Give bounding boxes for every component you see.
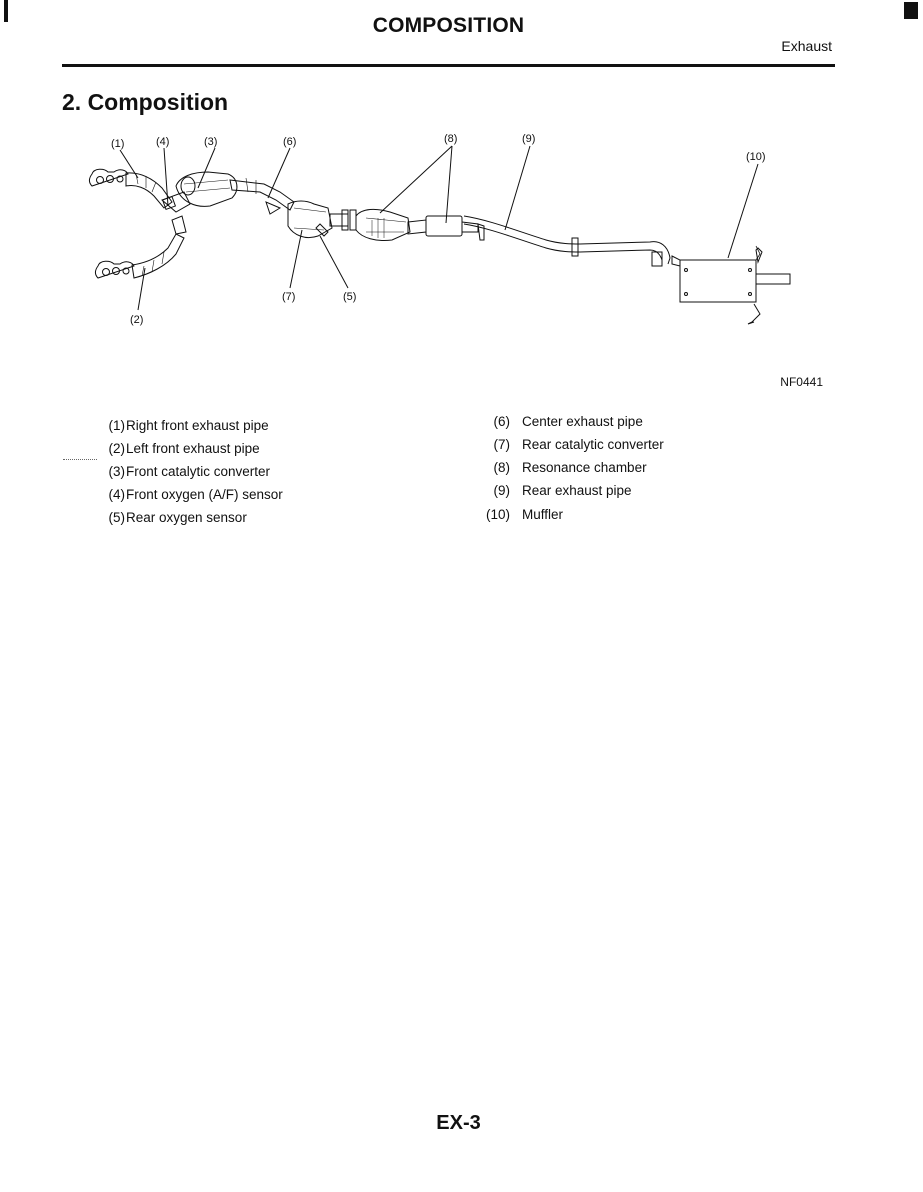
callout-9: (9): [522, 133, 535, 145]
legend-number: (7): [493, 437, 511, 452]
mid-converter: [355, 208, 411, 241]
legend-item: (10) Muffler: [480, 507, 740, 527]
legend-text: Center exhaust pipe: [522, 414, 643, 429]
muffler: [671, 245, 791, 325]
legend-number: (6): [493, 414, 511, 429]
legend-item: (4) Front oxygen (A/F) sensor: [97, 487, 357, 507]
legend-number: (2): [108, 441, 126, 456]
legend-text: Front oxygen (A/F) sensor: [126, 487, 283, 502]
section-heading: 2. Composition: [62, 89, 229, 115]
legend-item: (8) Resonance chamber: [480, 460, 740, 480]
callout-8: (8): [444, 133, 457, 145]
legend-item: (1) Right front exhaust pipe: [97, 418, 357, 438]
legend-number: (8): [493, 460, 511, 475]
legend-item: (5) Rear oxygen sensor: [97, 510, 357, 530]
legend-number: (9): [493, 483, 511, 498]
legend-text: Left front exhaust pipe: [126, 441, 260, 456]
center-exhaust-pipe: [229, 177, 295, 215]
callout-5: (5): [343, 291, 356, 303]
mid-pipe-flange: [329, 209, 357, 231]
callout-7: (7): [282, 291, 295, 303]
exhaust-system-diagram: (1) (4) (3) (6) (8) (9) (10) (7) (5) (2): [88, 133, 791, 326]
figure-id: NF0441: [780, 375, 823, 389]
front-catalytic-converter: [175, 171, 238, 207]
legend-text: Right front exhaust pipe: [126, 418, 269, 433]
header-title: COMPOSITION: [372, 14, 525, 37]
left-front-exhaust-pipe: [94, 215, 187, 279]
callout-10: (10): [746, 151, 766, 163]
legend-number: (3): [108, 464, 126, 479]
scan-smudge: [63, 459, 97, 461]
callout-1: (1): [111, 138, 124, 150]
legend-number: (4): [108, 487, 126, 502]
callout-2: (2): [130, 314, 143, 326]
page-number: EX-3: [436, 1112, 481, 1134]
legend-text: Resonance chamber: [522, 460, 647, 475]
callout-3: (3): [204, 136, 217, 148]
legend-number: (10): [485, 507, 510, 522]
leader-lines: [119, 145, 759, 311]
header-rule: [62, 64, 835, 67]
page-edge-mark-left: [4, 0, 8, 22]
legend-item: (2) Left front exhaust pipe: [97, 441, 357, 461]
legend-item: (7) Rear catalytic converter: [480, 437, 740, 457]
rear-catalytic-converter: [287, 200, 333, 239]
legend-item: (6) Center exhaust pipe: [480, 414, 740, 434]
legend-text: Muffler: [522, 507, 564, 522]
legend-text: Rear oxygen sensor: [126, 510, 247, 525]
legend-text: Rear exhaust pipe: [522, 483, 632, 498]
legend-number: (1): [108, 418, 126, 433]
page-edge-mark-right: [904, 2, 918, 19]
right-front-exhaust-pipe: [88, 168, 173, 209]
callout-4: (4): [156, 136, 169, 148]
legend-item: (9) Rear exhaust pipe: [480, 483, 740, 503]
callout-6: (6): [283, 136, 296, 148]
resonance-chamber: [407, 215, 485, 241]
y-junction: [161, 191, 191, 213]
section-label: Exhaust: [781, 38, 832, 54]
rear-exhaust-pipe: [463, 215, 671, 267]
legend-item: (3) Front catalytic converter: [97, 464, 357, 484]
legend-text: Front catalytic converter: [126, 464, 271, 479]
legend-number: (5): [108, 510, 126, 525]
legend-text: Rear catalytic converter: [522, 437, 664, 452]
